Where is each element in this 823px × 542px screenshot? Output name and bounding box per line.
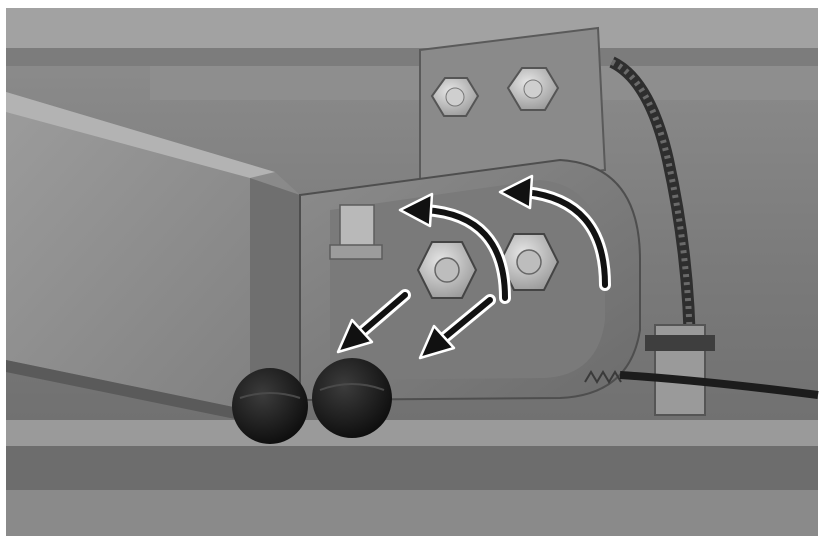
bracket <box>299 158 641 402</box>
curved-arrow-icon <box>498 174 611 291</box>
cable-tie-icon <box>609 56 715 416</box>
hex-nut-icon <box>498 233 560 291</box>
cable <box>619 371 819 399</box>
threaded-rod <box>329 204 383 260</box>
mounting-plate <box>419 26 607 192</box>
hex-bolt-icon <box>430 77 480 117</box>
hex-bolt-icon <box>506 67 560 111</box>
straight-arrow-icon <box>418 294 496 360</box>
hex-nut-icon <box>416 241 478 299</box>
spring <box>584 370 622 384</box>
straight-arrow-icon <box>336 289 411 354</box>
curved-arrow-icon <box>398 192 511 304</box>
end-cap-icon <box>312 358 392 438</box>
end-cap-icon <box>232 368 308 444</box>
support-arm <box>6 92 300 420</box>
